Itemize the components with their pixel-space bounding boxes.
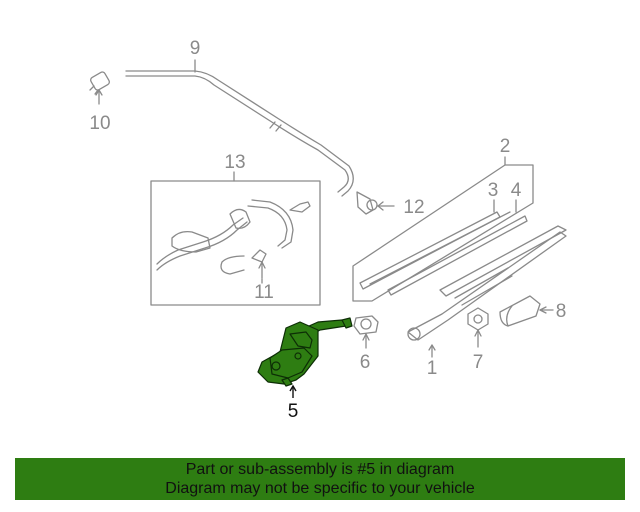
info-banner: Part or sub-assembly is #5 in diagram Di… <box>15 458 625 500</box>
part-3-4-wiper-blade <box>359 199 528 296</box>
banner-line-disclaimer: Diagram may not be specific to your vehi… <box>165 480 475 497</box>
callout-10: 10 <box>89 113 110 134</box>
callout-12: 12 <box>403 197 424 218</box>
part-1-wiper-arm <box>407 225 567 358</box>
part-7-nut <box>467 307 489 348</box>
part-13-box <box>150 180 321 306</box>
part-12-washer-nozzle <box>356 191 395 215</box>
leader-5-arrow <box>289 384 297 392</box>
callout-6: 6 <box>360 352 371 373</box>
callout-11: 11 <box>254 282 274 303</box>
callout-4: 4 <box>511 180 522 201</box>
callout-5: 5 <box>288 401 299 422</box>
part-8-cap <box>499 295 554 327</box>
callout-2: 2 <box>500 136 511 157</box>
part-5-wiper-motor <box>257 317 353 387</box>
callout-7: 7 <box>473 352 484 373</box>
callout-8: 8 <box>556 301 567 322</box>
callout-3: 3 <box>488 180 499 201</box>
part-6-grommet <box>353 315 379 349</box>
part-10-hose-connector <box>89 71 110 105</box>
callout-1: 1 <box>427 358 438 379</box>
callout-9: 9 <box>190 38 201 59</box>
part-9-washer-hose <box>125 70 354 197</box>
callout-13: 13 <box>224 152 245 173</box>
part-13-hose-assembly <box>156 199 311 279</box>
banner-line-part: Part or sub-assembly is #5 in diagram <box>185 461 455 478</box>
